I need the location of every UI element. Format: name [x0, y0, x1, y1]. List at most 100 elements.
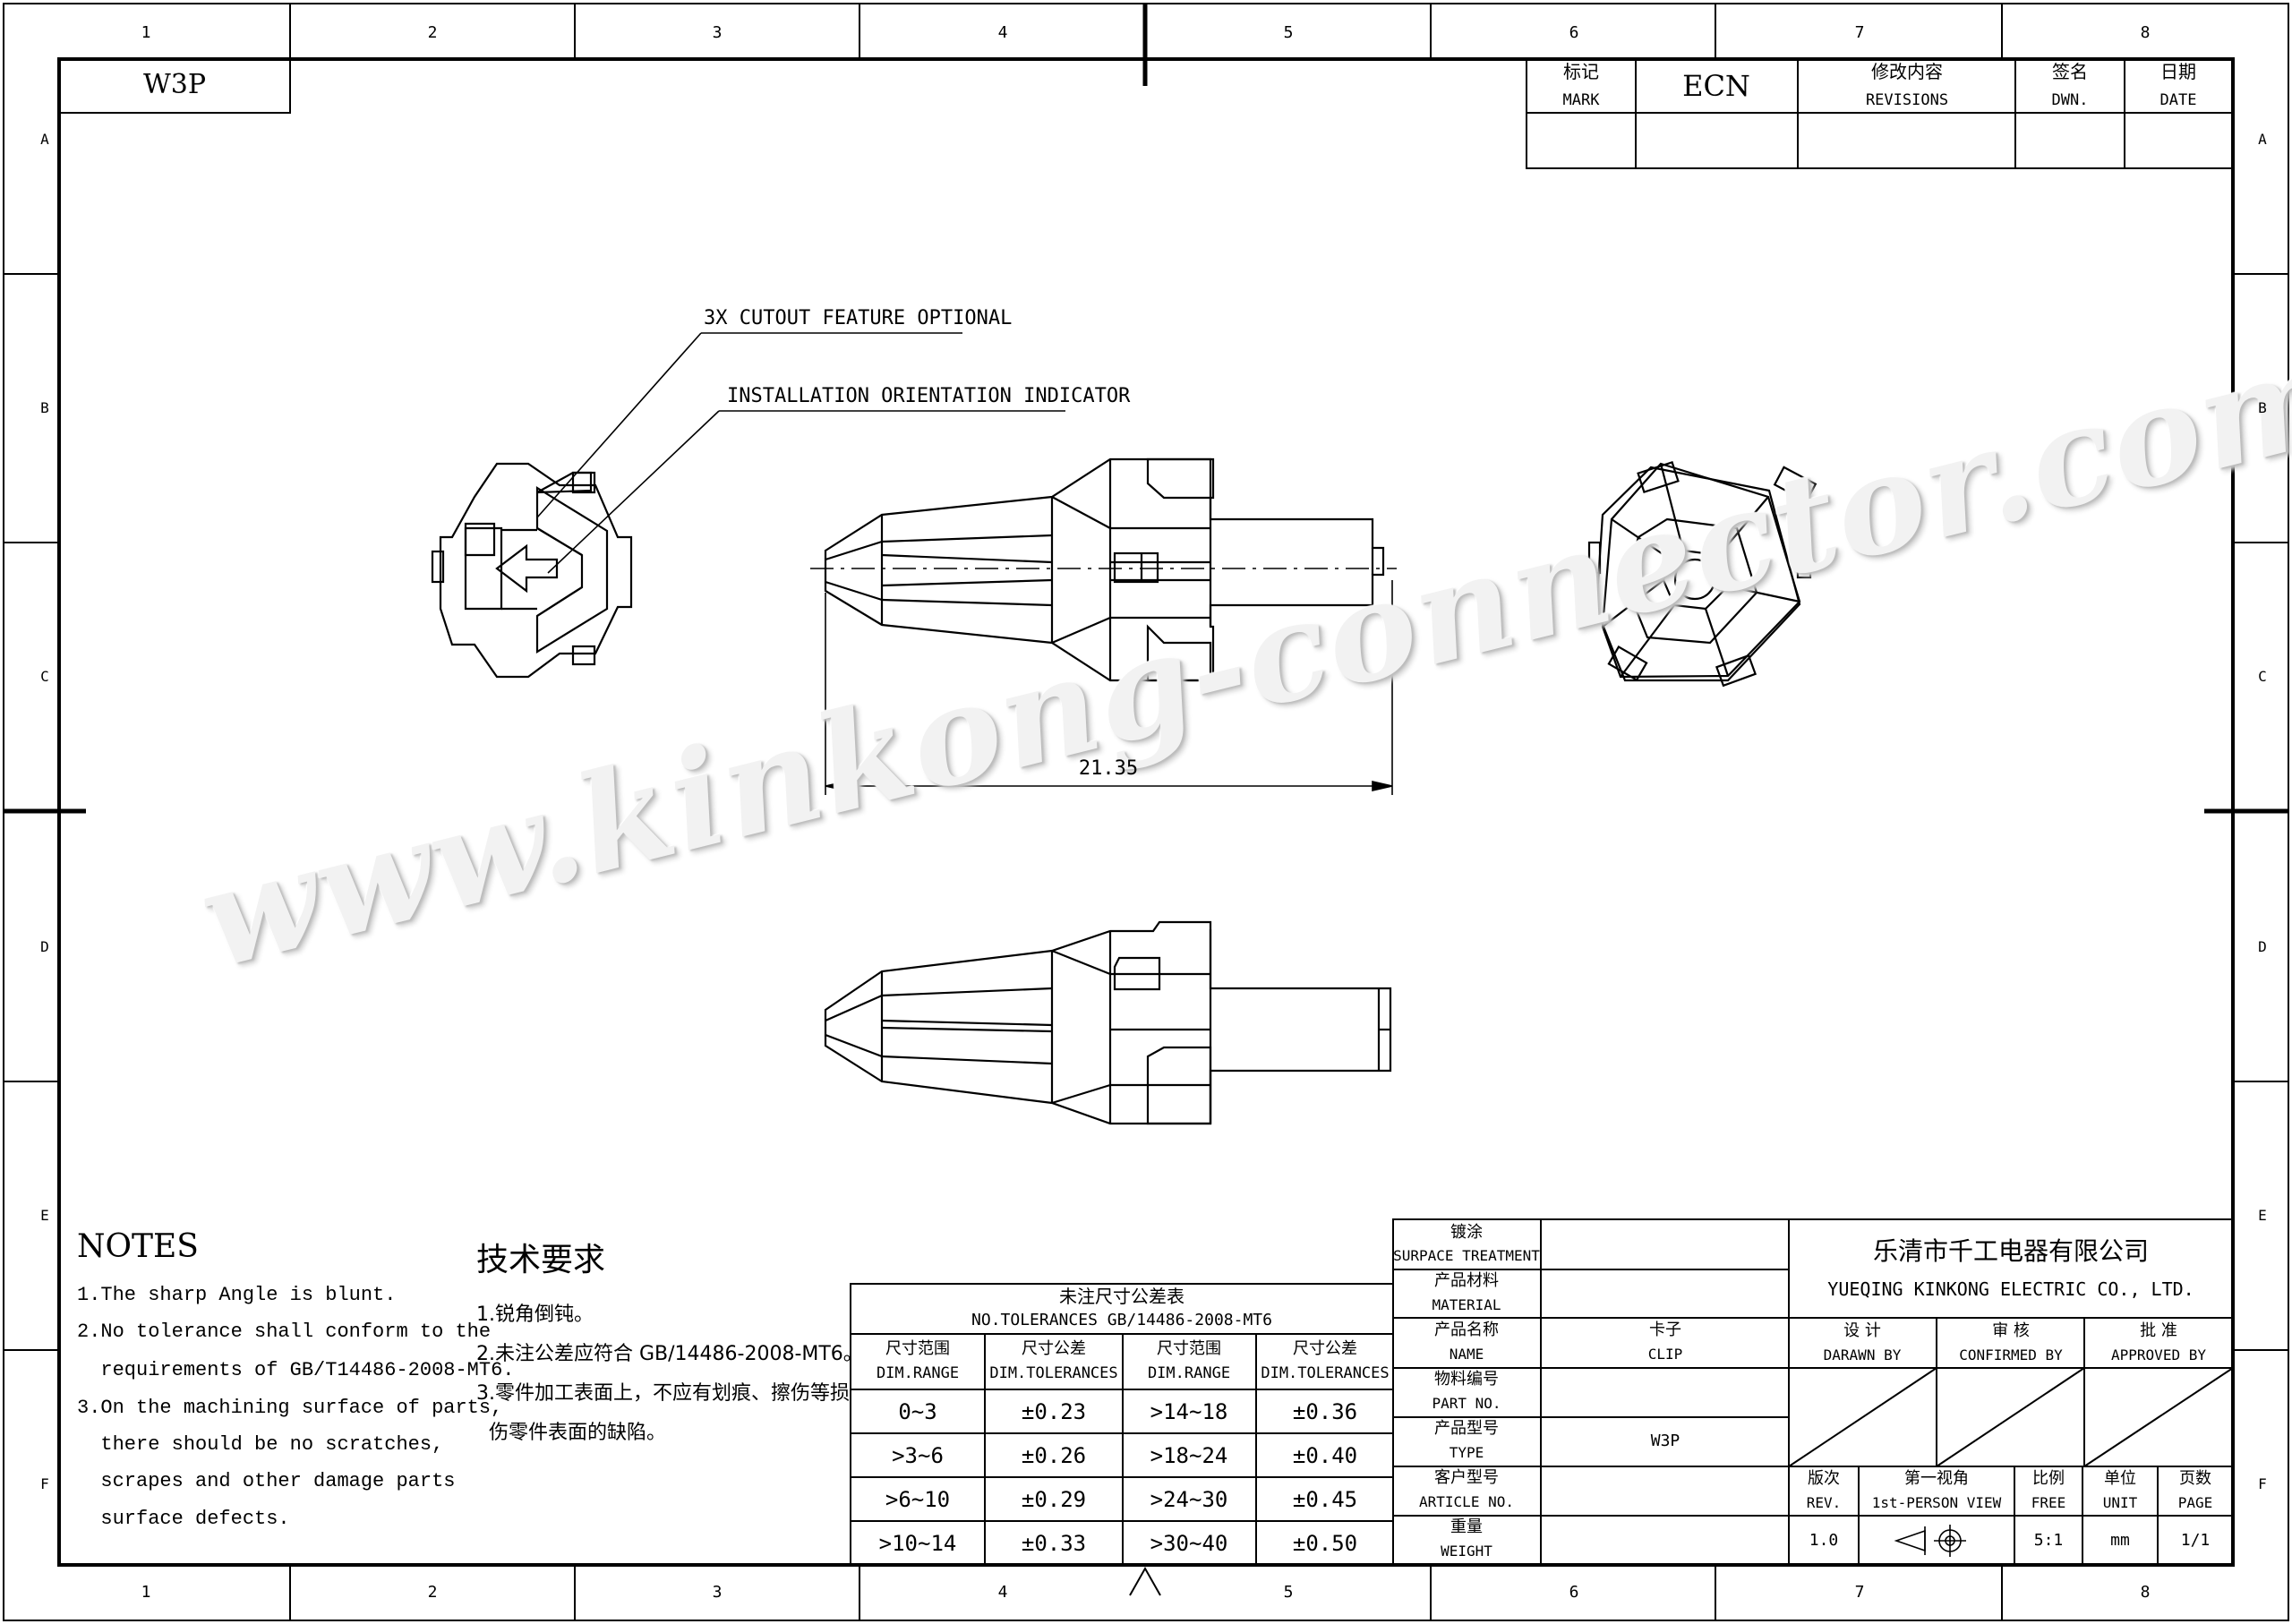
note-line: scrapes and other damage parts	[77, 1470, 456, 1492]
tol-header-cn: 尺寸范围	[885, 1339, 950, 1358]
tol-cell: ±0.36	[1292, 1399, 1358, 1424]
row-letter: F	[2258, 1475, 2267, 1492]
requirement-line: 3.零件加工表面上，不应有划痕、擦伤等损	[476, 1382, 850, 1405]
tolerance-title-cn: 未注尺寸公差表	[1059, 1286, 1184, 1307]
end-view-right	[1587, 460, 1817, 688]
tb-design-cn: 设 计	[1843, 1321, 1881, 1340]
column-ticks	[289, 4, 2003, 1620]
row-letter: C	[40, 668, 49, 685]
tol-cell: >24~30	[1150, 1487, 1228, 1512]
tol-header-en: DIM.TOLERANCES	[1261, 1364, 1390, 1382]
note-line: 3.On the machining surface of parts,	[77, 1397, 503, 1419]
tol-cell: >18~24	[1150, 1443, 1228, 1468]
tb-label-cn: 重量	[1450, 1517, 1483, 1536]
tb-check-cn: 审 核	[1992, 1321, 2030, 1340]
dimension-value: 21.35	[1078, 757, 1139, 780]
requirement-line: 2.未注公差应符合 GB/14486-2008-MT6。	[476, 1343, 863, 1365]
tol-cell: >3~6	[892, 1443, 944, 1468]
title-block-grid	[1392, 1218, 2234, 1566]
revision-table	[1526, 58, 2234, 169]
note-line: there should be no scratches,	[77, 1433, 444, 1456]
row-letter: E	[2258, 1207, 2267, 1224]
tol-cell: ±0.33	[1021, 1531, 1087, 1556]
tol-cell: >30~40	[1150, 1531, 1228, 1556]
note-line: 1.The sharp Angle is blunt.	[77, 1284, 397, 1306]
col-number: 5	[1283, 23, 1294, 42]
col-number: 7	[1854, 23, 1865, 42]
row-letter: C	[2258, 668, 2267, 685]
tol-cell: ±0.40	[1292, 1443, 1358, 1468]
tb-label-en: ARTICLE NO.	[1419, 1493, 1514, 1510]
row-letter: D	[2258, 938, 2267, 955]
note-line: surface defects.	[77, 1508, 290, 1530]
tb-name-cn: 卡子	[1649, 1321, 1681, 1339]
tb-label-cn: 产品名称	[1434, 1321, 1499, 1339]
tb-view-en: 1st-PERSON VIEW	[1871, 1494, 2002, 1511]
tb-unit-en: UNIT	[2102, 1494, 2138, 1511]
tb-label-cn: 产品材料	[1434, 1271, 1499, 1290]
tb-label-en: WEIGHT	[1441, 1543, 1492, 1560]
tol-cell: ±0.23	[1021, 1399, 1087, 1424]
tb-page-en: PAGE	[2177, 1494, 2213, 1511]
company-name-en: YUEQING KINKONG ELECTRIC CO., LTD.	[1827, 1278, 2194, 1300]
col-number: 7	[1854, 1583, 1865, 1602]
tb-page-value: 1/1	[2180, 1531, 2211, 1550]
tb-check-en: CONFIRMED BY	[1959, 1346, 2063, 1363]
col-number: 6	[1569, 23, 1579, 42]
side-view-bottom	[824, 920, 1392, 1125]
tb-rev-en: REV.	[1806, 1494, 1842, 1511]
tb-approve-en: APPROVED BY	[2111, 1346, 2206, 1363]
col-number: 3	[712, 1583, 723, 1602]
col-number: 2	[427, 23, 438, 42]
col-number: 1	[141, 23, 151, 42]
tb-design-en: DARAWN BY	[1823, 1346, 1902, 1363]
row-letter: A	[40, 131, 49, 148]
row-letter: B	[2258, 399, 2267, 416]
drawing-code: W3P	[142, 69, 207, 100]
note-line: requirements of GB/T14486-2008-MT6.	[77, 1359, 515, 1381]
tb-type-value: W3P	[1650, 1432, 1681, 1450]
dimension-line	[825, 580, 1393, 795]
rev-mark-en: MARK	[1562, 91, 1600, 109]
tb-name-en: CLIP	[1647, 1346, 1683, 1363]
callout-leaders	[536, 332, 1065, 574]
tb-unit-value: mm	[2110, 1531, 2130, 1550]
tolerance-title-en: NO.TOLERANCES GB/14486-2008-MT6	[971, 1311, 1272, 1329]
tol-header-en: DIM.RANGE	[1147, 1364, 1231, 1382]
tb-scale-value: 5:1	[2033, 1531, 2064, 1550]
tb-rev-cn: 版次	[1808, 1469, 1840, 1488]
tol-cell: >10~14	[878, 1531, 957, 1556]
tol-cell: ±0.29	[1021, 1487, 1087, 1512]
col-number: 6	[1569, 1583, 1579, 1602]
tol-cell: ±0.50	[1292, 1531, 1358, 1556]
row-letter: F	[40, 1475, 49, 1492]
tb-rev-value: 1.0	[1809, 1531, 1839, 1550]
col-number: 8	[2140, 1583, 2151, 1602]
tol-cell: ±0.26	[1021, 1443, 1087, 1468]
tb-view-cn: 第一视角	[1904, 1469, 1969, 1488]
tol-cell: >6~10	[885, 1487, 951, 1512]
tol-header-cn: 尺寸公差	[1293, 1339, 1357, 1358]
tb-page-cn: 页数	[2179, 1469, 2211, 1488]
tol-header-cn: 尺寸公差	[1022, 1339, 1086, 1358]
tb-label-en: PART NO.	[1432, 1395, 1501, 1412]
first-angle-projection-icon	[1894, 1525, 1966, 1557]
row-letter: E	[40, 1207, 49, 1224]
col-number: 1	[141, 1583, 151, 1602]
rev-dwn-cn: 签名	[2052, 61, 2088, 82]
w3p-box	[58, 58, 291, 114]
centering-mark	[1129, 1566, 1161, 1596]
side-view-top	[810, 457, 1397, 682]
col-number: 5	[1283, 1583, 1294, 1602]
col-number: 4	[997, 1583, 1008, 1602]
tb-label-cn: 物料编号	[1434, 1370, 1499, 1389]
rev-date-cn: 日期	[2160, 61, 2196, 82]
tol-header-en: DIM.RANGE	[876, 1364, 960, 1382]
col-number: 4	[997, 23, 1008, 42]
row-ticks	[4, 273, 2288, 1351]
tb-unit-cn: 单位	[2104, 1469, 2136, 1488]
end-view-left	[431, 462, 633, 679]
note-line: 2.No tolerance shall conform to the	[77, 1321, 492, 1343]
tol-header-en: DIM.TOLERANCES	[989, 1364, 1118, 1382]
